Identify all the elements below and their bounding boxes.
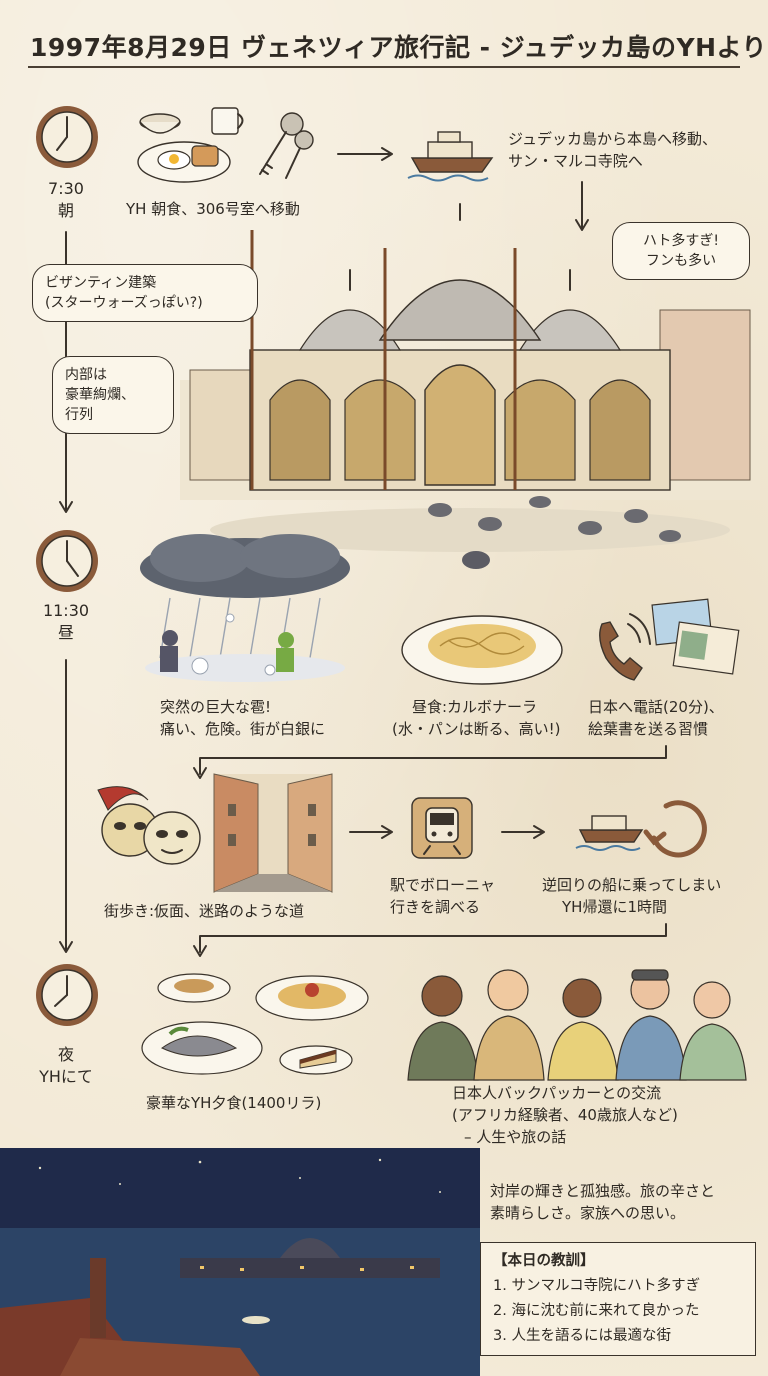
lessons-box: 【本日の教訓】 1. サンマルコ寺院にハト多すぎ 2. 海に沈む前に来れて良かっ… — [480, 1242, 756, 1356]
basilica-illustration — [180, 203, 760, 552]
arrow-down-icon — [575, 181, 589, 231]
interior-speech-bubble: 内部は豪華絢爛、行列 — [52, 356, 174, 434]
keys-icon — [259, 112, 314, 179]
byzantine-speech-bubble: ビザンティン建築(スターウォーズっぽい?) — [32, 264, 258, 322]
hailstorm-illustration — [140, 534, 350, 682]
walk-caption: 街歩き:仮面、迷路のような道 — [104, 902, 305, 920]
lesson-item: 1. サンマルコ寺院にハト多すぎ — [493, 1278, 701, 1294]
ferry-icon — [407, 131, 494, 182]
lunch-caption: 昼食:カルボナーラ(水・パンは断る、高い!) — [392, 698, 561, 738]
phone-icon — [599, 613, 651, 681]
hail-caption: 突然の巨大な雹!痛い、危険。街が白銀に — [160, 698, 326, 738]
pigeons-speech-bubble: ハト多すぎ!フンも多い — [612, 222, 750, 280]
clock-icon — [36, 106, 98, 168]
clock-icon — [36, 964, 98, 1026]
lessons-heading: 【本日の教訓】 — [493, 1253, 595, 1269]
backpackers-illustration — [407, 969, 747, 1081]
ferry-icon — [575, 815, 644, 851]
night-venice-illustration — [0, 1148, 480, 1376]
alley-illustration — [213, 773, 333, 893]
arrow-right-icon — [349, 825, 393, 839]
dinner-caption: 豪華なYH夕食(1400リラ) — [146, 1094, 322, 1112]
lesson-item: 3. 人生を語るには最適な街 — [493, 1328, 671, 1344]
arrow-right-icon — [337, 147, 393, 161]
ferry-caption: ジュデッカ島から本島へ移動、サン・マルコ寺院へ — [508, 130, 717, 170]
breakfast-icon — [137, 107, 244, 183]
talk-caption: 日本人バックパッカーとの交流(アフリカ経験者、40歳旅人など)– 人生や旅の話 — [452, 1084, 678, 1146]
lesson-item: 2. 海に沈む前に来れて良かった — [493, 1303, 700, 1319]
carbonara-icon — [401, 615, 563, 685]
pigeon-icon — [428, 496, 681, 569]
clock-icon — [36, 530, 98, 592]
page-title: 1997年8月29日 ヴェネツィア旅行記 - ジュデッカ島のYHより — [30, 33, 768, 62]
train-icon — [411, 797, 473, 859]
flow-connector — [193, 745, 667, 779]
reflection-text: 対岸の輝きと孤独感。旅の辛さと素晴らしさ。家族への思い。 — [490, 1182, 716, 1222]
masks-icon — [97, 786, 201, 865]
title-divider — [28, 66, 740, 68]
postcard-icon — [651, 598, 740, 675]
arrow-right-icon — [501, 825, 545, 839]
breakfast-caption: YH 朝食、306号室へ移動 — [126, 200, 300, 218]
flow-connector — [193, 923, 667, 957]
loop-arrow-icon — [643, 800, 707, 858]
dinner-icon — [141, 973, 369, 1075]
station-caption: 駅でボローニャ行きを調べる — [390, 876, 496, 916]
phone-caption: 日本へ電話(20分)、絵葉書を送る習慣 — [588, 698, 724, 738]
